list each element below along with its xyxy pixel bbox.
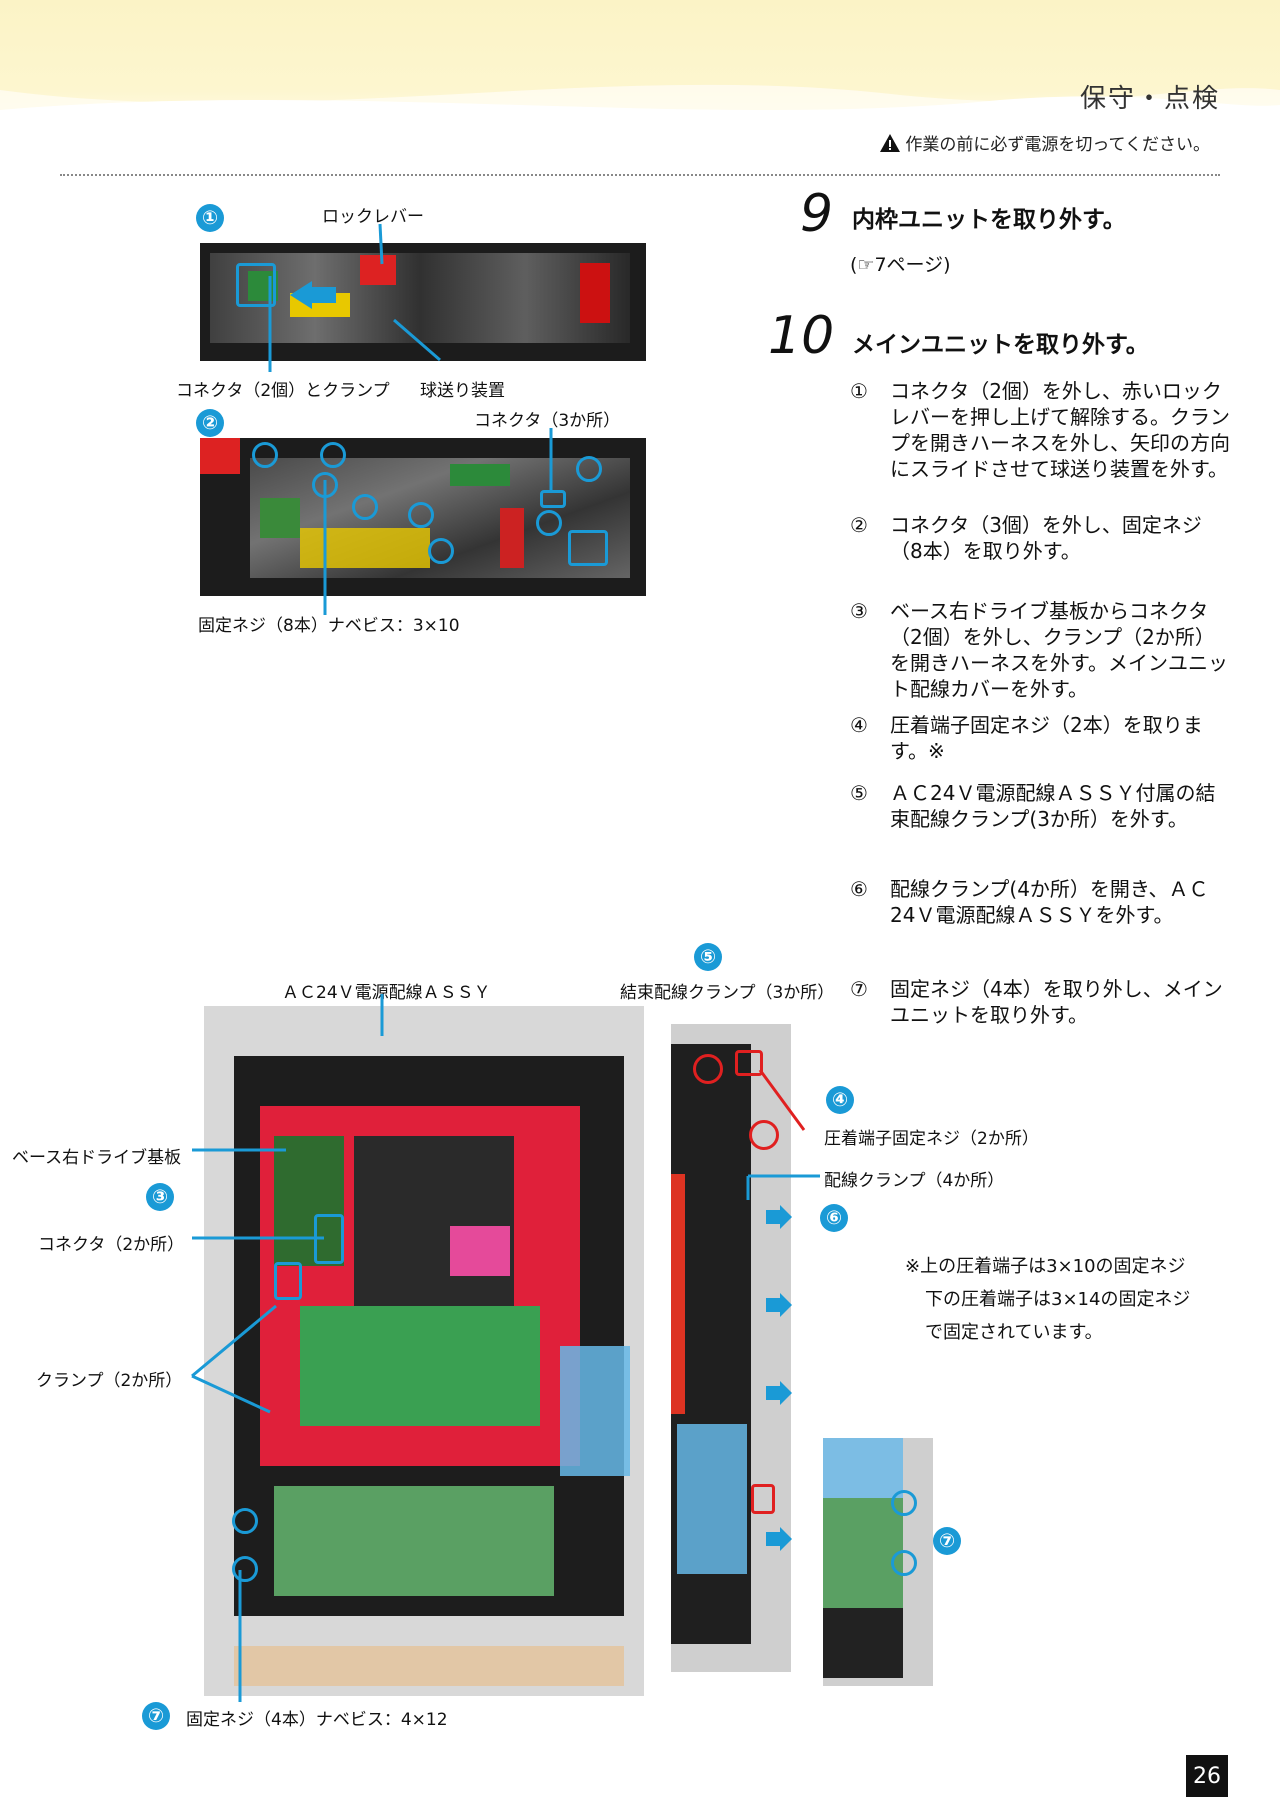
label-wire-clamp: 配線クランプ（4か所） [824,1171,1005,1191]
label-fix-screw: 固定ネジ（4本）ナベビス：4×12 [186,1710,448,1730]
photo-ball-feeder [200,243,646,361]
label-bundle-clamp: 結束配線クランプ（3か所） [620,983,835,1003]
arrow-right-2-head [780,1293,792,1317]
step-9-title: 内枠ユニットを取り外す。 [852,207,1126,233]
warning-icon [880,133,901,152]
marker-3: ③ [146,1183,174,1211]
note-line-3: で固定されています。 [925,1322,1103,1343]
marker-1: ① [196,204,224,232]
arrow-right-1 [766,1210,780,1224]
step-9-number: 9 [800,184,834,244]
label-connectors-3: コネクタ（3か所） [474,411,621,431]
label-ac24v-assy: ＡＣ24Ｖ電源配線ＡＳＳＹ [282,983,491,1003]
label-lock-lever: ロックレバー [322,207,424,227]
step-9-ref: (☞7ページ) [850,254,951,276]
warning-note: 作業の前に必ず電源を切ってください。 [879,130,1210,155]
step-10-number: 10 [768,306,835,366]
marker-7-side: ⑦ [933,1527,961,1555]
label-drive-board: ベース右ドライブ基板 [12,1148,182,1168]
arrow-right-1-head [780,1205,792,1229]
note-line-1: ※上の圧着端子は3×10の固定ネジ [905,1256,1186,1277]
arrow-right-4 [766,1532,780,1546]
marker-5: ⑤ [694,943,722,971]
warning-text: 作業の前に必ず電源を切ってください。 [905,135,1210,155]
dotted-divider [60,174,1220,176]
section-title: 保守・点検 [1079,84,1220,114]
arrow-right-4-head [780,1527,792,1551]
arrow-right-2 [766,1298,780,1312]
label-ball-feeder: 球送り装置 [420,381,505,401]
photo-main-unit-top [200,438,646,596]
note-line-2: 下の圧着端子は3×14の固定ネジ [925,1289,1191,1310]
photo-main-unit [204,1006,644,1696]
leader-lines-fig1 [268,223,441,372]
leader-lines-side [746,1069,820,1200]
marker-6: ⑥ [820,1204,848,1232]
leader-lines-fig3 [191,994,384,1702]
header-wave [0,84,1280,130]
page-number: 26 [1186,1755,1228,1797]
label-connector-2: コネクタ（2か所） [38,1235,185,1255]
marker-2: ② [196,409,224,437]
photo-screws-detail [823,1438,933,1686]
marker-4: ④ [826,1086,854,1114]
step-10-title: メインユニットを取り外す。 [852,332,1149,358]
label-clamp-2: クランプ（2か所） [36,1371,183,1391]
leader-lines-fig2 [323,428,553,615]
note-text: ※上の圧着端子は3×10の固定ネジ 下の圧着端子は3×14の固定ネジ で固定され… [905,1250,1225,1349]
marker-7: ⑦ [142,1702,170,1730]
arrow-right-3-head [780,1381,792,1405]
label-crimp-screw: 圧着端子固定ネジ（2か所） [824,1129,1039,1149]
lock-lever-part [360,255,396,285]
arrow-right-3 [766,1386,780,1400]
label-screws-8: 固定ネジ（8本）ナベビス：3×10 [198,616,460,636]
label-connector-clamp: コネクタ（2個）とクランプ [176,381,390,401]
photo-side-view [671,1024,791,1672]
